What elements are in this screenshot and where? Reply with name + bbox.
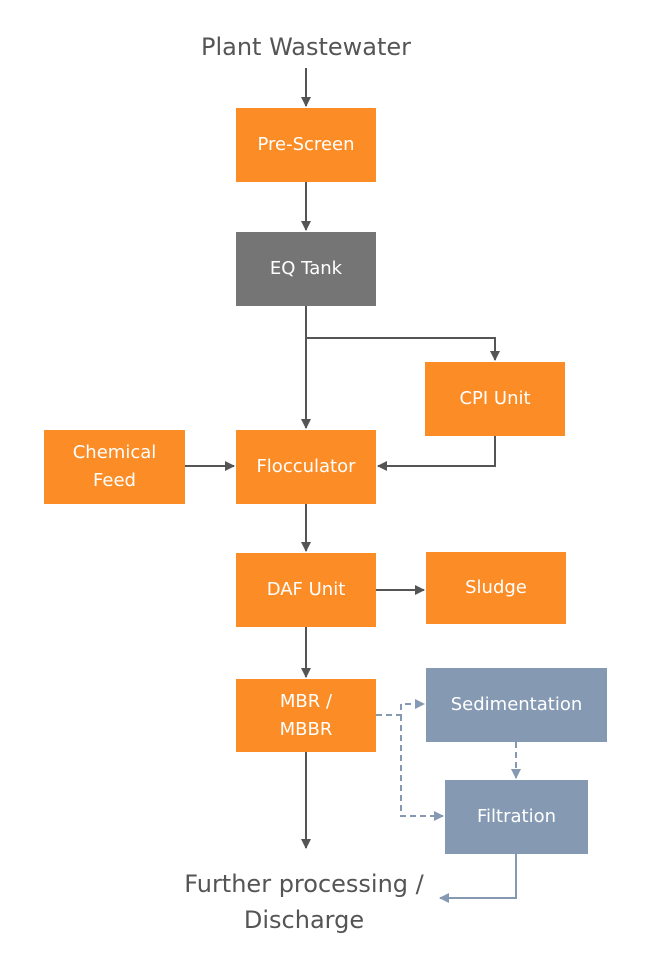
pre-screen-label: Pre-Screen xyxy=(257,134,355,155)
sedimentation-label: Sedimentation xyxy=(450,694,583,715)
filtration-label: Filtration xyxy=(476,806,556,827)
filtration-box: Filtration xyxy=(445,780,588,854)
chemical-feed-label: Chemical Feed xyxy=(72,442,157,491)
cpi-unit-box: CPI Unit xyxy=(425,362,565,436)
chemical-feed-box: Chemical Feed xyxy=(44,430,185,504)
flocculator-label: Flocculator xyxy=(256,456,356,477)
pre-screen-box: Pre-Screen xyxy=(236,108,376,182)
arrow-filtration-to-output xyxy=(439,854,517,903)
mbr-mbbr-box: MBR / MBBR xyxy=(236,679,376,752)
output-label: Further processing / Discharge xyxy=(184,870,424,934)
flocculator-box: Flocculator xyxy=(236,430,376,504)
arrow-cpi-to-flocculator xyxy=(377,436,496,471)
daf-unit-box: DAF Unit xyxy=(236,553,376,627)
eq-tank-box: EQ Tank xyxy=(236,232,376,306)
eq-tank-label: EQ Tank xyxy=(269,258,343,279)
sludge-box: Sludge xyxy=(426,552,566,624)
daf-unit-label: DAF Unit xyxy=(266,579,346,600)
sedimentation-box: Sedimentation xyxy=(426,668,607,742)
mbr-mbbr-label: MBR / MBBR xyxy=(279,690,333,740)
arrow-eqtank-to-cpi xyxy=(306,337,500,361)
dashed-arrow-mbr-to-filtration xyxy=(400,715,444,821)
dashed-arrow-mbr-to-sedimentation xyxy=(376,699,425,716)
input-label: Plant Wastewater xyxy=(200,33,412,61)
cpi-unit-label: CPI Unit xyxy=(459,388,531,409)
sludge-label: Sludge xyxy=(465,577,527,598)
